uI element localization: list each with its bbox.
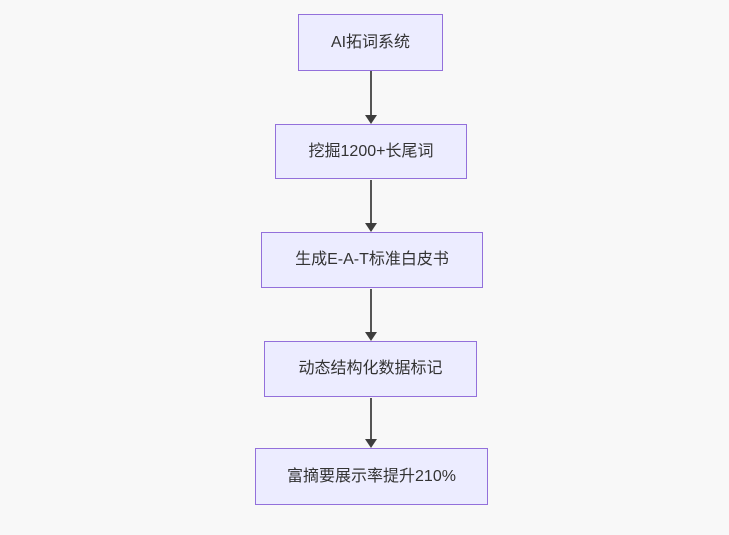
flow-node-structured-data-markup: 动态结构化数据标记 (264, 341, 477, 397)
flow-node-label: 动态结构化数据标记 (298, 360, 443, 377)
arrowhead-icon (365, 223, 377, 232)
arrow-down-icon (361, 289, 381, 341)
flow-node-rich-snippet-result: 富摘要展示率提升210% (255, 448, 488, 505)
arrow-shaft (370, 398, 372, 440)
flow-node-eat-whitepaper: 生成E-A-T标准白皮书 (261, 232, 483, 288)
arrow-down-icon (361, 71, 381, 124)
flow-node-label: AI拓词系统 (330, 33, 411, 51)
arrow-down-icon (361, 180, 381, 232)
flow-node-longtail-mining: 挖掘1200+长尾词 (275, 124, 467, 179)
arrow-shaft (370, 71, 372, 116)
arrow-shaft (370, 289, 372, 333)
arrowhead-icon (365, 439, 377, 448)
flow-node-ai-word-expansion: AI拓词系统 (298, 14, 443, 71)
arrow-down-icon (361, 398, 381, 448)
flow-node-label: 生成E-A-T标准白皮书 (295, 251, 449, 268)
flow-node-label: 富摘要展示率提升210% (287, 467, 456, 485)
arrow-shaft (370, 180, 372, 224)
arrowhead-icon (365, 332, 377, 341)
arrowhead-icon (365, 115, 377, 124)
flow-node-label: 挖掘1200+长尾词 (308, 142, 434, 160)
